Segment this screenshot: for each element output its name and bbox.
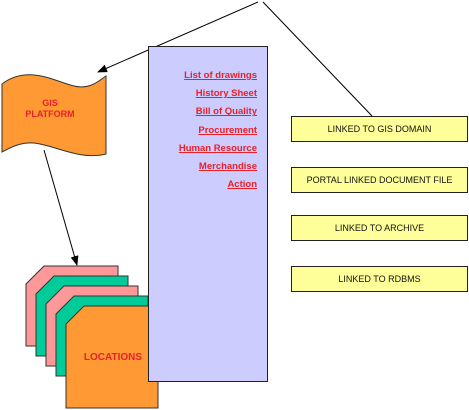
menu-link-merchandise[interactable]: Merchandise <box>198 160 257 172</box>
menu-panel: List of drawings History Sheet Bill of Q… <box>148 46 268 382</box>
link-box-rdbms: LINKED TO RDBMS <box>291 266 468 292</box>
menu-item: Human Resource <box>179 138 257 156</box>
menu-link-procurement[interactable]: Procurement <box>198 124 257 136</box>
arrow-platform-to-locations <box>43 149 79 266</box>
menu-item: Bill of Quality <box>179 101 257 119</box>
link-box-portal-document: PORTAL LINKED DOCUMENT FILE <box>291 167 468 193</box>
menu-link-list-of-drawings[interactable]: List of drawings <box>184 70 257 81</box>
gis-platform-flag <box>1 74 107 157</box>
connector-top-line <box>262 1 373 117</box>
menu-link-human-resource[interactable]: Human Resource <box>178 142 257 154</box>
link-box-gis-domain: LINKED TO GIS DOMAIN <box>291 116 468 142</box>
menu-link-action[interactable]: Action <box>227 179 257 191</box>
gis-platform-label-line1: GIS <box>42 98 58 108</box>
menu-item: Merchandise <box>179 156 257 174</box>
menu-list: List of drawings History Sheet Bill of Q… <box>179 65 257 192</box>
arrow-to-platform <box>97 1 259 73</box>
location-page-front <box>65 305 159 409</box>
menu-item: List of drawings <box>179 65 257 83</box>
link-box-archive: LINKED TO ARCHIVE <box>291 215 468 241</box>
menu-link-history-sheet[interactable]: History Sheet <box>195 88 257 100</box>
gis-platform-label: GIS PLATFORM <box>18 98 82 120</box>
locations-stack <box>25 265 159 409</box>
menu-item: History Sheet <box>179 83 257 101</box>
menu-item: Procurement <box>179 120 257 138</box>
menu-link-bill-of-quality[interactable]: Bill of Quality <box>195 106 257 118</box>
locations-label: LOCATIONS <box>83 352 143 363</box>
menu-item: Action <box>179 174 257 192</box>
gis-platform-label-line2: PLATFORM <box>25 109 75 119</box>
